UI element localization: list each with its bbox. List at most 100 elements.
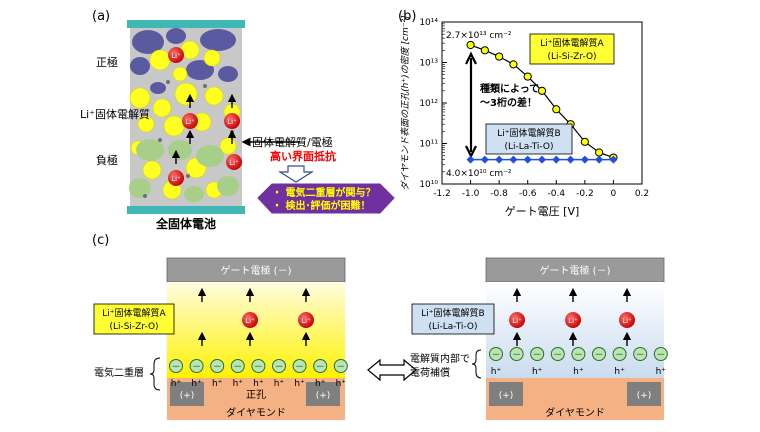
y-tick-marks bbox=[442, 21, 447, 185]
difference-arrow bbox=[465, 51, 477, 159]
gate-electrode-right bbox=[485, 257, 665, 283]
electron-label: － bbox=[553, 351, 562, 361]
ion-labels-battery: Li⁺ Li⁺ Li⁺ Li⁺ Li⁺ bbox=[171, 52, 239, 183]
series-a bbox=[466, 40, 618, 162]
hole-label: h⁺ bbox=[191, 379, 202, 389]
double-layer-brace bbox=[149, 357, 161, 391]
hole-label: h⁺ bbox=[294, 379, 305, 389]
diamond-label: ダイヤモンド bbox=[545, 406, 605, 419]
top-current-collector bbox=[127, 20, 245, 28]
ion-label: Li⁺ bbox=[512, 317, 522, 325]
contact-left-1 bbox=[170, 382, 204, 406]
contact-left-2 bbox=[306, 382, 340, 406]
electron-label: － bbox=[533, 351, 542, 361]
difference-line-1: 種類によって bbox=[480, 82, 539, 95]
series-b-point bbox=[609, 155, 618, 164]
double-arrow-icon bbox=[367, 358, 417, 382]
electron-label: － bbox=[656, 351, 665, 361]
battery-caption: 全固体電池 bbox=[155, 216, 216, 231]
ion-label: Li⁺ bbox=[301, 317, 311, 325]
hole-label: h⁺ bbox=[253, 379, 264, 389]
electron-row-right: －－－－－－－－－ bbox=[489, 347, 668, 361]
diamond-label: ダイヤモンド bbox=[226, 406, 286, 419]
x-tick-label: 0 bbox=[611, 189, 617, 199]
ions-left bbox=[242, 312, 314, 328]
legend-b-line-2: (Li-La-Ti-O) bbox=[504, 142, 553, 152]
series-a-point bbox=[537, 86, 547, 95]
ion-label: Li⁺ bbox=[171, 175, 181, 183]
electron-label: － bbox=[295, 363, 304, 373]
x-tick-label: -1.2 bbox=[433, 189, 451, 199]
ion-label: Li⁺ bbox=[227, 118, 237, 126]
series-b-point bbox=[495, 155, 504, 164]
legend-left-line-1: Li⁺固体電解質A bbox=[102, 307, 166, 319]
electron-icon bbox=[592, 347, 606, 361]
ion-label: Li⁺ bbox=[185, 118, 195, 126]
y-tick-label: 10¹² bbox=[419, 99, 438, 109]
difference-line-2: ～3桁の差！ bbox=[480, 96, 537, 109]
contact-right-2 bbox=[627, 382, 661, 406]
hole-label: h⁺ bbox=[171, 379, 182, 389]
electron-icon bbox=[653, 347, 668, 361]
hole-row-right: h⁺h⁺h⁺h⁺h⁺ bbox=[491, 367, 667, 377]
electrolyte-layer-right bbox=[486, 282, 664, 378]
ion-label: Li⁺ bbox=[229, 159, 239, 167]
series-b-point bbox=[466, 155, 475, 164]
x-tick-label: -0.4 bbox=[548, 189, 566, 199]
electron-icon bbox=[169, 359, 183, 373]
down-arrow-icon bbox=[277, 165, 315, 183]
electron-label: － bbox=[192, 363, 201, 373]
series-b-point bbox=[509, 155, 518, 164]
electric-double-layer-label: 電気二重層 bbox=[94, 366, 144, 379]
legend-right-line-2: (Li-La-Ti-O) bbox=[428, 322, 477, 332]
hole-label: 正孔 bbox=[246, 389, 266, 401]
y-tick-label: 10¹⁰ bbox=[419, 180, 438, 190]
interface-resistance-label: 高い界面抵抗 bbox=[270, 149, 336, 163]
legend-a-line-2: (Li-Si-Zr-O) bbox=[547, 52, 596, 62]
electron-icon bbox=[251, 359, 266, 373]
series-b-point bbox=[566, 155, 575, 164]
electron-icon bbox=[230, 359, 245, 373]
negative-active-material bbox=[129, 139, 239, 202]
ion-arrows-battery bbox=[171, 93, 237, 164]
electron-label: － bbox=[171, 363, 180, 373]
y-tick-label: 10¹⁴ bbox=[419, 18, 438, 28]
legend-right-box bbox=[411, 303, 495, 335]
device-left: ゲート電極 (－) (+) (+) ダイヤモンド 正孔 Li⁺ Li⁺ Li⁺固… bbox=[93, 257, 348, 420]
electron-icon bbox=[550, 347, 565, 361]
series-b-point bbox=[523, 155, 532, 164]
series-a-point bbox=[466, 40, 475, 50]
electron-icon bbox=[612, 347, 627, 361]
ion-label: Li⁺ bbox=[171, 52, 181, 60]
y-tick-labels: 10¹⁰ 10¹¹ 10¹² 10¹³ 10¹⁴ bbox=[419, 18, 438, 190]
electron-label: － bbox=[233, 363, 242, 373]
electron-icon bbox=[313, 359, 328, 373]
series-b-point bbox=[538, 155, 546, 164]
series-a-point bbox=[552, 105, 561, 114]
ions-right bbox=[509, 312, 635, 328]
y-axis-label: ダイヤモンド表面の正孔(h⁺)の密度 [cm⁻²] bbox=[400, 15, 411, 191]
plus-label: (+) bbox=[316, 391, 331, 401]
hole-label: h⁺ bbox=[212, 379, 223, 389]
chart-b: -1.2 -1.0 -0.8 -0.6 -0.4 -0.2 0 0.2 10¹⁰… bbox=[400, 15, 649, 218]
electron-label: － bbox=[336, 363, 345, 373]
charge-compensation-line-2: 電荷補償 bbox=[410, 366, 450, 379]
hole-label: h⁺ bbox=[274, 379, 285, 389]
series-a-point bbox=[580, 137, 589, 146]
gate-electrode-label: ゲート電極 (－) bbox=[221, 264, 292, 277]
issue-line-2: ・ 検出･評価が困難！ bbox=[272, 199, 370, 212]
negative-electrode-label: 負極 bbox=[96, 153, 118, 167]
electron-label: － bbox=[574, 351, 583, 361]
x-tick-marks bbox=[441, 180, 643, 184]
series-b bbox=[466, 155, 618, 164]
legend-left-line-2: (Li-Si-Zr-O) bbox=[109, 322, 158, 332]
legend-a-line-1: Li⁺固体電解質A bbox=[540, 37, 604, 49]
legend-b-line-1: Li⁺固体電解質B bbox=[497, 127, 560, 139]
charge-compensation-line-1: 電解質内部で bbox=[410, 352, 470, 365]
plus-label: (+) bbox=[499, 391, 514, 401]
electron-label: － bbox=[254, 363, 263, 373]
hole-label: h⁺ bbox=[614, 367, 625, 377]
series-a-point bbox=[509, 60, 518, 69]
ions-battery bbox=[168, 47, 242, 186]
legend-b-box bbox=[485, 123, 573, 155]
